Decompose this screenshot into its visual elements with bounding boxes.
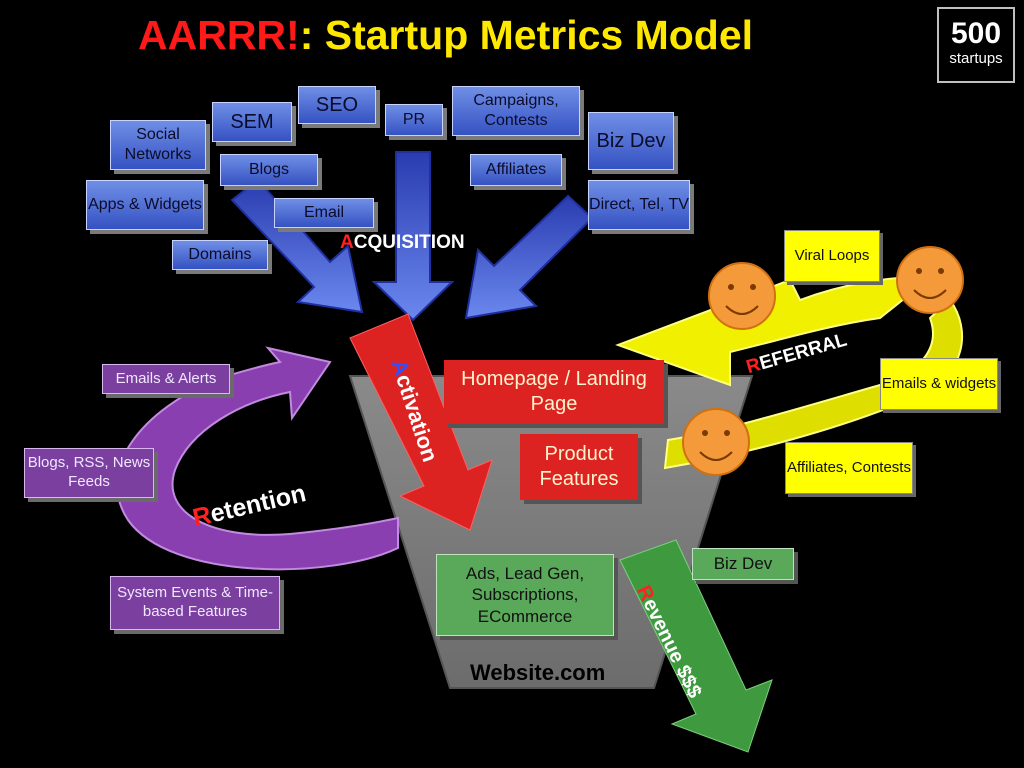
channel-seo: SEO	[298, 86, 376, 124]
title-aarrr: AARRR!	[138, 12, 300, 58]
activation-arrow	[349, 313, 493, 531]
500-startups-logo: 500 startups	[937, 7, 1015, 83]
channel-email: Email	[274, 198, 374, 228]
channel-affiliates: Affiliates	[470, 154, 562, 186]
smiley-icon	[708, 262, 776, 330]
channel-campaigns: Campaigns, Contests	[452, 86, 580, 136]
channel-domains: Domains	[172, 240, 268, 270]
revenue-biz-dev: Biz Dev	[692, 548, 794, 580]
channel-blogs: Blogs	[220, 154, 318, 186]
channel-social-networks: Social Networks	[110, 120, 206, 170]
revenue-arrow	[619, 539, 773, 753]
acquisition-arrow-center	[371, 151, 455, 322]
retention-blogs-rss: Blogs, RSS, News Feeds	[24, 448, 154, 498]
channel-sem: SEM	[212, 102, 292, 142]
homepage-landing-page: Homepage / Landing Page	[444, 360, 664, 424]
product-features: Product Features	[520, 434, 638, 500]
acquisition-arrow-left	[230, 178, 364, 314]
acquisition-arrow-right	[464, 194, 594, 320]
channel-direct-tel-tv: Direct, Tel, TV	[588, 180, 690, 230]
retention-emails-alerts: Emails & Alerts	[102, 364, 230, 394]
title-rest: : Startup Metrics Model	[299, 12, 754, 58]
channel-apps-widgets: Apps & Widgets	[86, 180, 204, 230]
smiley-icon	[896, 246, 964, 314]
logo-word: startups	[949, 50, 1003, 67]
smiley-icon	[682, 408, 750, 476]
stage-acquisition-label: ACQUISITION	[340, 232, 465, 253]
retention-system-events: System Events & Time-based Features	[110, 576, 280, 630]
referral-affiliates-contests: Affiliates, Contests	[785, 442, 913, 494]
channel-biz-dev: Biz Dev	[588, 112, 674, 170]
retention-loop-arrow	[116, 346, 399, 571]
page-title: AARRR!: Startup Metrics Model	[138, 12, 753, 59]
logo-number: 500	[950, 17, 1002, 50]
referral-emails-widgets: Emails & widgets	[880, 358, 998, 410]
referral-viral-loops: Viral Loops	[784, 230, 880, 282]
revenue-ads-box: Ads, Lead Gen, Subscriptions, ECommerce	[436, 554, 614, 636]
channel-pr: PR	[385, 104, 443, 136]
website-domain: Website.com	[470, 660, 606, 685]
